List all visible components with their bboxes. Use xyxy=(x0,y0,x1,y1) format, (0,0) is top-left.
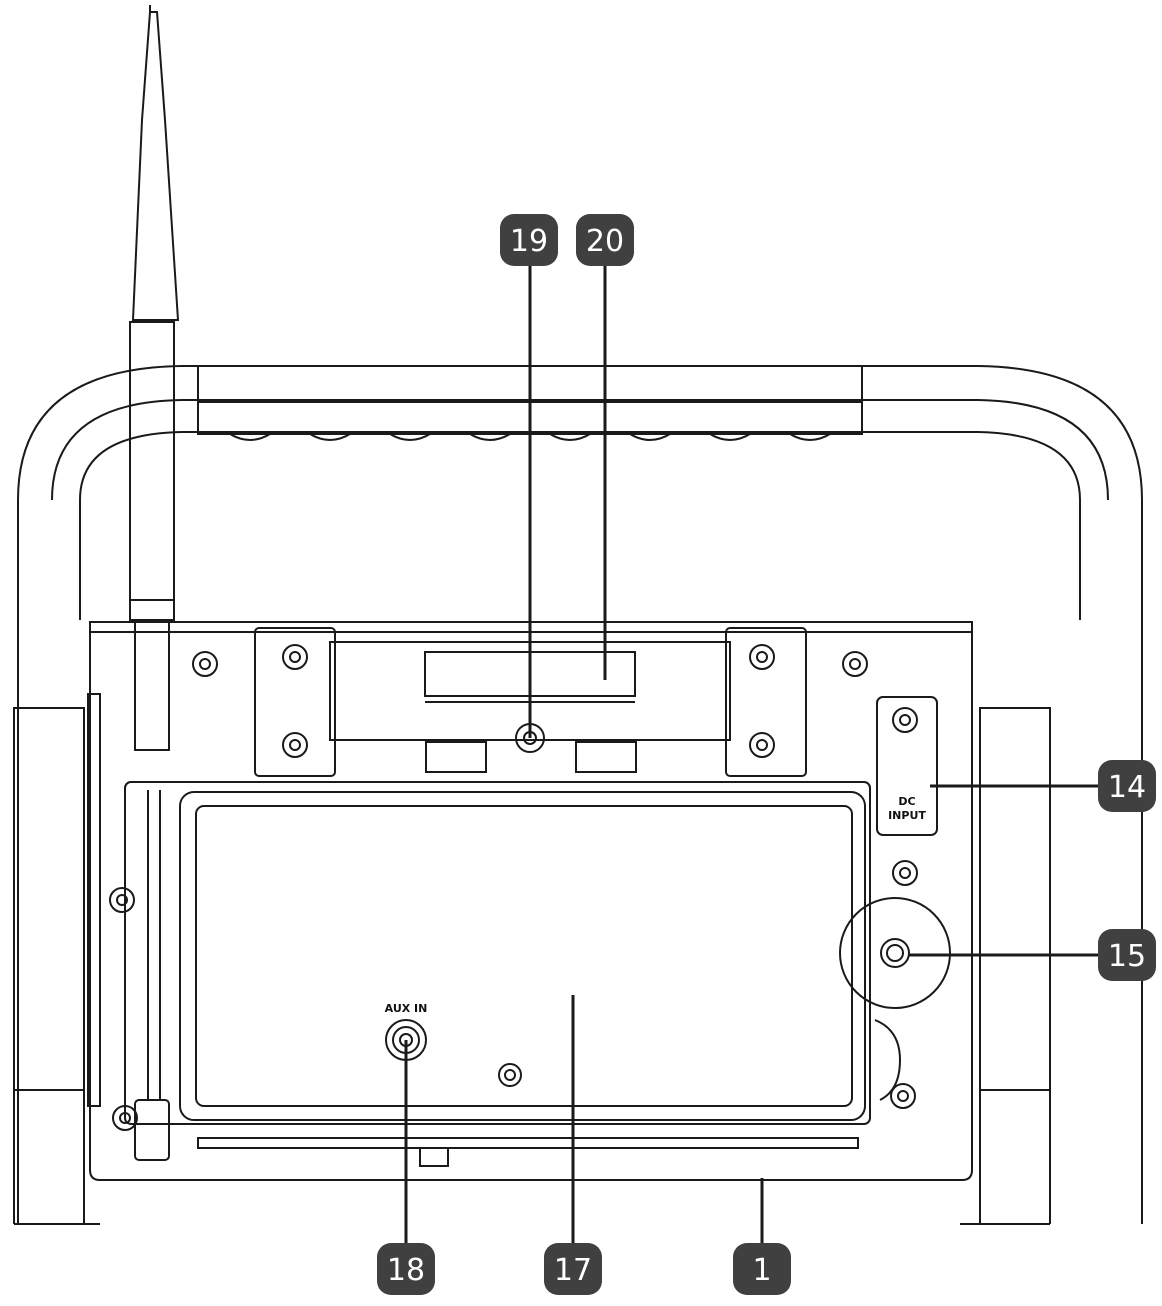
dc-label-line2: INPUT xyxy=(888,809,926,822)
callout-17: 17 xyxy=(544,1243,602,1295)
left-grip xyxy=(13,707,85,1091)
antenna xyxy=(129,5,180,751)
device-outline xyxy=(13,5,1143,1225)
svg-text:15: 15 xyxy=(1108,939,1146,974)
callouts: 19 20 14 15 18 17 1 xyxy=(377,214,1156,1295)
callout-20: 20 xyxy=(576,214,634,266)
back-panel xyxy=(89,621,973,1181)
battery-cover xyxy=(124,781,871,1125)
svg-text:20: 20 xyxy=(586,224,624,259)
callout-18: 18 xyxy=(377,1243,435,1295)
screws xyxy=(109,644,918,1131)
leader-lines xyxy=(404,265,1098,1243)
dc-input-housing xyxy=(876,696,938,836)
svg-text:17: 17 xyxy=(554,1253,592,1288)
callout-14: 14 xyxy=(1098,760,1156,812)
svg-text:18: 18 xyxy=(387,1253,425,1288)
dc-label-line1: DC xyxy=(898,795,915,808)
callout-15: 15 xyxy=(1098,929,1156,981)
svg-text:1: 1 xyxy=(752,1253,771,1288)
right-grip xyxy=(979,707,1051,1091)
callout-1: 1 xyxy=(733,1243,791,1295)
svg-text:14: 14 xyxy=(1108,770,1146,805)
svg-text:19: 19 xyxy=(510,224,548,259)
callout-19: 19 xyxy=(500,214,558,266)
aux-in-label: AUX IN xyxy=(385,1002,428,1015)
